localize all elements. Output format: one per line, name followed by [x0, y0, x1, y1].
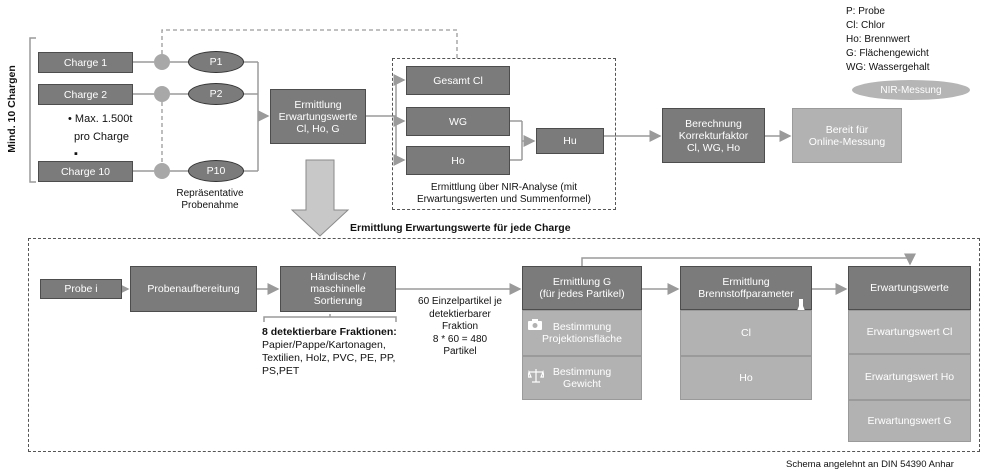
ready-box: Bereit für Online-Messung — [792, 108, 902, 163]
charge-note: pro Charge — [74, 131, 130, 143]
ellipsis-dot: ▪ — [74, 148, 78, 160]
charge-note: • Max. 1.500t — [68, 113, 133, 125]
ev-ho-box: Erwartungswert Ho — [848, 354, 971, 400]
sample-ellipse: P2 — [188, 83, 244, 105]
legend-item: P: Probe — [846, 6, 885, 17]
fuel-ho-box: Ho — [680, 356, 812, 400]
nir-measurement-legend: NIR-Messung — [852, 80, 970, 100]
ev-cl-box: Erwartungswert Cl — [848, 310, 971, 354]
ev-g-box: Erwartungswert G — [848, 400, 971, 442]
down-arrow — [290, 159, 350, 237]
charge-box: Charge 1 — [38, 52, 133, 73]
section-title: Ermittlung Erwartungswerte für jede Char… — [350, 222, 571, 234]
per-charge-region — [28, 238, 980, 452]
expectation-box: Ermittlung Erwartungswerte Cl, Ho, G — [270, 89, 366, 144]
sorting-box: Händische / maschinelle Sortierung — [280, 266, 396, 312]
gesamt-cl-box: Gesamt Cl — [406, 66, 510, 95]
g-to-ev-arrow — [581, 253, 916, 266]
sample-point — [154, 54, 170, 70]
hu-box: Hu — [536, 128, 604, 154]
legend-item: Ho: Brennwert — [846, 34, 910, 45]
legend-item: WG: Wassergehalt — [846, 62, 930, 73]
sample-point — [154, 86, 170, 102]
fuel-header-box: Ermittlung Brennstoffparameter — [680, 266, 812, 318]
legend-item: Cl: Chlor — [846, 20, 885, 31]
camera-icon — [528, 319, 542, 330]
sample-point — [154, 163, 170, 179]
g-header-box: Ermittlung G (für jedes Partikel) — [522, 266, 642, 310]
particles-text: 60 Einzelpartikel je detektierbarer Frak… — [418, 296, 502, 357]
footer-note: Schema angelehnt an DIN 54390 Anhar — [786, 459, 954, 470]
charge-box: Charge 2 — [38, 84, 133, 105]
sample-to-nir-dashed — [161, 29, 458, 58]
nir-analysis-region — [392, 58, 616, 210]
correction-box: Berechnung Korrekturfaktor Cl, WG, Ho — [662, 108, 765, 163]
fuel-cl-box: Cl — [680, 310, 812, 356]
sample-ellipse: P10 — [188, 160, 244, 182]
ev-header-box: Erwartungswerte — [848, 266, 971, 310]
fractions-text: 8 detektierbare Fraktionen: Papier/Pappe… — [262, 326, 397, 377]
wg-box: WG — [406, 107, 510, 136]
g-weight-box: Bestimmung Gewicht — [522, 356, 642, 400]
scale-icon — [527, 369, 545, 383]
ho-box: Ho — [406, 146, 510, 175]
charges-bracket — [29, 37, 36, 183]
side-label: Mind. 10 Chargen — [6, 65, 18, 153]
probe-box: Probe i — [40, 279, 122, 299]
legend-item: G: Flächengewicht — [846, 48, 929, 59]
charge-box: Charge 10 — [38, 161, 133, 182]
preparation-box: Probenaufbereitung — [130, 266, 257, 312]
sample-ellipse: P1 — [188, 51, 244, 73]
g-area-box: Bestimmung Projektionsfläche — [522, 310, 642, 356]
